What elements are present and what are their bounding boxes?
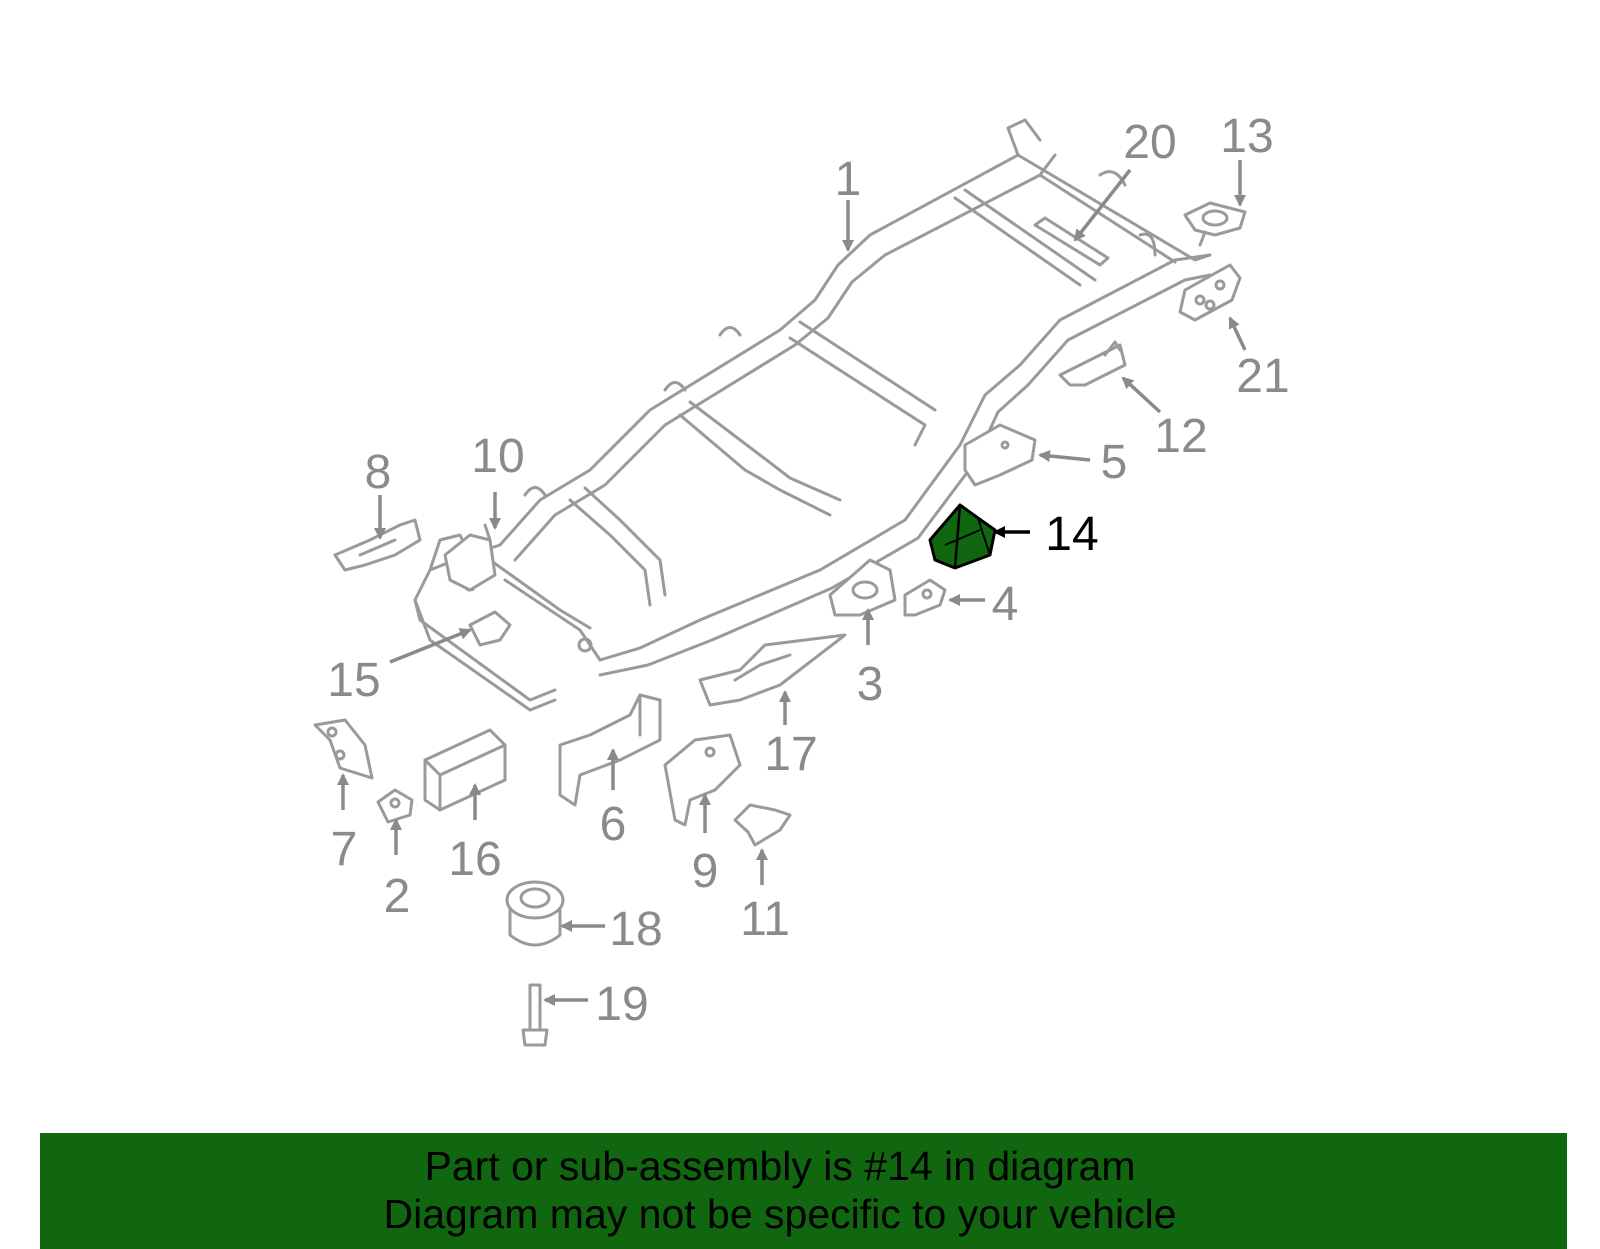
part-13-bracket bbox=[1183, 201, 1247, 247]
part-8-bracket bbox=[333, 518, 422, 572]
part-20-strap bbox=[1033, 216, 1110, 267]
part-2-bracket bbox=[376, 788, 414, 824]
callout-13: 13 bbox=[1220, 110, 1273, 163]
callout-21: 21 bbox=[1236, 350, 1289, 403]
part-7-bracket bbox=[313, 718, 374, 780]
part-21-plate bbox=[1178, 263, 1242, 322]
callout-19: 19 bbox=[595, 978, 648, 1031]
callout-7: 7 bbox=[331, 823, 358, 876]
part-14-highlighted bbox=[928, 503, 997, 570]
part-15-bracket bbox=[468, 610, 512, 647]
callout-3: 3 bbox=[857, 658, 884, 711]
part-19-bolt bbox=[521, 983, 549, 1047]
callout-2: 2 bbox=[384, 870, 411, 923]
part-10-bracket bbox=[443, 523, 497, 592]
part-9-bracket bbox=[663, 733, 742, 827]
part-18-bushing bbox=[505, 880, 565, 947]
part-3-mount bbox=[828, 558, 897, 617]
callout-16: 16 bbox=[448, 833, 501, 886]
callout-14: 14 bbox=[1045, 508, 1098, 561]
callout-labels: 1 20 13 21 12 5 14 4 3 17 8 10 15 7 2 16… bbox=[327, 110, 1289, 1031]
part-12-bracket bbox=[1058, 340, 1127, 387]
callout-6: 6 bbox=[600, 798, 627, 851]
callout-4: 4 bbox=[992, 578, 1019, 631]
part-11-bracket bbox=[733, 803, 792, 847]
banner-line-2: Diagram may not be specific to your vehi… bbox=[383, 1191, 1177, 1237]
part-17-shield bbox=[698, 633, 847, 707]
info-banner: Part or sub-assembly is #14 in diagram D… bbox=[40, 1133, 1567, 1249]
callout-1: 1 bbox=[835, 153, 862, 206]
callout-18: 18 bbox=[609, 903, 662, 956]
callout-10: 10 bbox=[471, 430, 524, 483]
callout-5: 5 bbox=[1101, 436, 1128, 489]
callout-9: 9 bbox=[692, 845, 719, 898]
part-16-block bbox=[423, 728, 507, 812]
callout-12: 12 bbox=[1154, 410, 1207, 463]
banner-line-1: Part or sub-assembly is #14 in diagram bbox=[424, 1143, 1136, 1189]
callout-15: 15 bbox=[327, 654, 380, 707]
callout-17: 17 bbox=[764, 728, 817, 781]
callout-20: 20 bbox=[1123, 116, 1176, 169]
leader-lines bbox=[337, 160, 1247, 1006]
part-6-bracket bbox=[558, 693, 662, 807]
callout-11: 11 bbox=[740, 893, 790, 946]
frame-part bbox=[413, 118, 1212, 712]
part-5-bracket bbox=[963, 423, 1037, 487]
callout-8: 8 bbox=[365, 446, 392, 499]
part-4-bracket bbox=[903, 578, 947, 617]
